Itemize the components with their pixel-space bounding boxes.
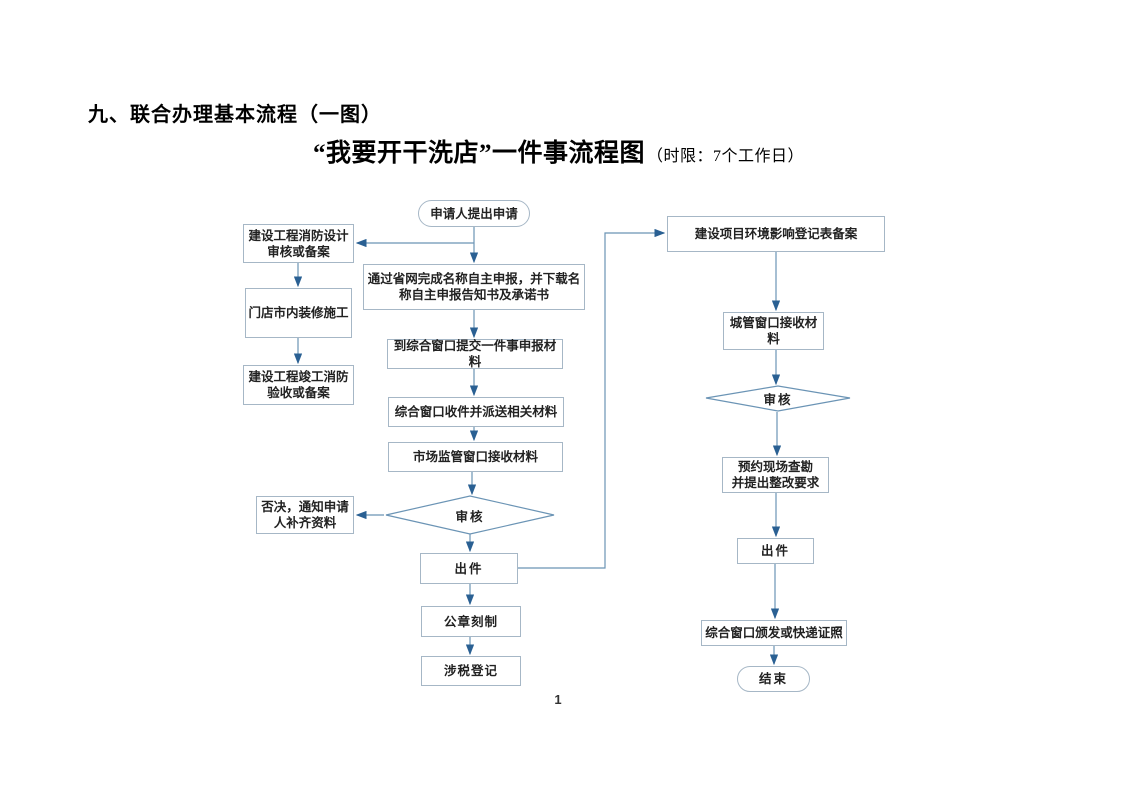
flow-node-env-registration: 建设项目环境影响登记表备案: [667, 216, 885, 252]
flow-node-tax-registration: 涉税登记: [421, 656, 521, 686]
flow-node-license-delivery: 综合窗口颁发或快递证照: [701, 620, 847, 646]
flow-node-decoration: 门店市内装修施工: [245, 288, 352, 338]
flow-node-issue-right: 出件: [737, 538, 814, 564]
flowchart-title: “我要开干洗店”一件事流程图 （时限：7个工作日）: [313, 133, 804, 169]
flow-node-cityadmin-receive: 城管窗口接收材 料: [723, 312, 824, 350]
flow-node-submit-materials: 到综合窗口提交一件事申报材 料: [387, 339, 563, 369]
flow-node-fire-acceptance: 建设工程竣工消防 验收或备案: [243, 365, 354, 405]
flow-node-fire-design: 建设工程消防设计 审核或备案: [243, 224, 354, 263]
connector-issue-to-env: [518, 228, 666, 569]
flow-node-site-survey: 预约现场查勘 并提出整改要求: [722, 457, 829, 493]
flowchart-title-note: （时限：7个工作日）: [647, 148, 805, 165]
flow-node-review-center: 审核: [455, 509, 485, 524]
section-heading: 九、联合办理基本流程（一图）: [88, 104, 382, 126]
flowchart-title-main: “我要开干洗店”一件事流程图: [313, 140, 646, 167]
page-number: 1: [554, 692, 562, 707]
flow-node-issue-center: 出件: [420, 553, 518, 584]
flow-node-reject-notice: 否决，通知申请 人补齐资料: [256, 496, 354, 534]
flow-node-seal-making: 公章刻制: [421, 606, 521, 637]
review-right-diamond-shape: [705, 385, 851, 412]
flow-node-start: 申请人提出申请: [418, 200, 530, 227]
flow-node-end: 结束: [737, 666, 810, 692]
flow-node-dispatch-materials: 综合窗口收件并派送相关材料: [388, 397, 564, 427]
flow-node-online-declare: 通过省网完成名称自主申报，并下载名 称自主申报告知书及承诺书: [363, 264, 585, 310]
review-center-diamond-shape: [385, 495, 555, 535]
flow-node-market-receive: 市场监管窗口接收材料: [388, 442, 563, 472]
flow-node-review-right: 审核: [763, 393, 793, 407]
